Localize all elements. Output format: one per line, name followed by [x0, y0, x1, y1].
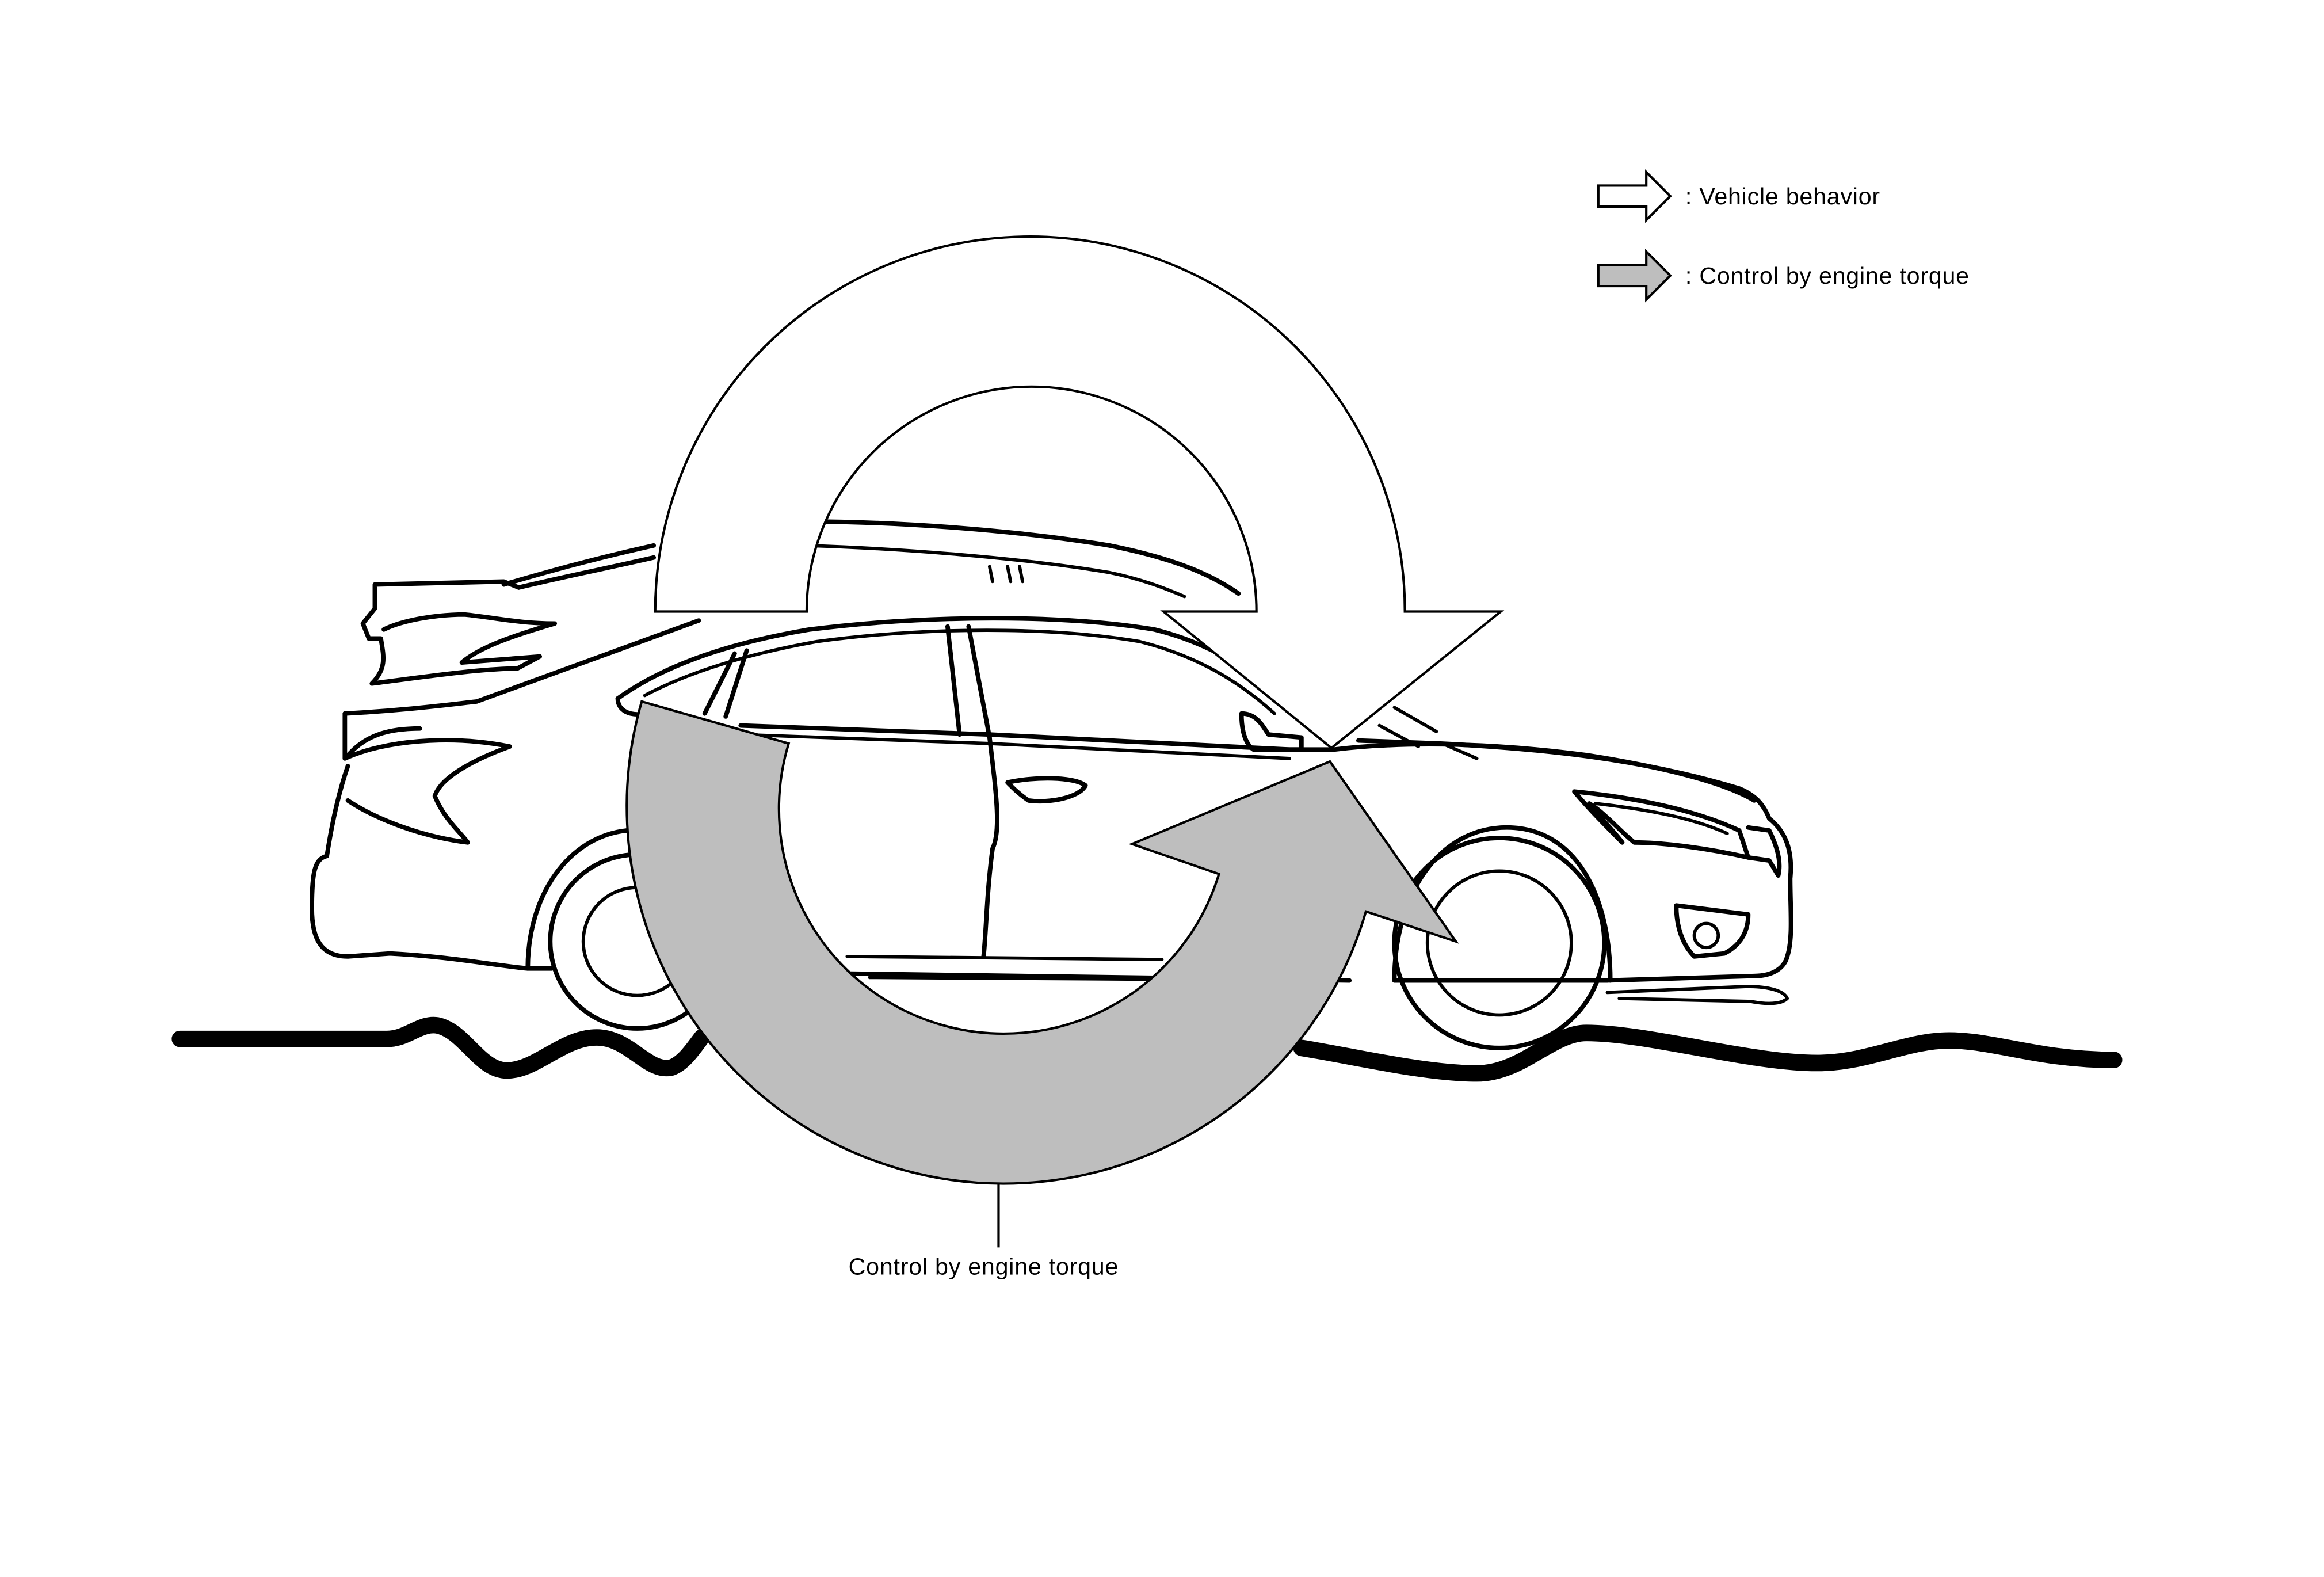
car-door-handle: [1005, 776, 1088, 804]
legend-label-vehicle-behavior: : Vehicle behavior: [1685, 183, 1880, 209]
car-rear-wheel-arch: [525, 828, 629, 971]
road-line-left: [171, 1016, 710, 1079]
gray-arrow-icon: [1597, 249, 1672, 303]
car-grille: [1746, 825, 1782, 878]
car-hood-crease: [1377, 706, 1479, 760]
callout-label-engine-torque: Control by engine torque: [849, 1253, 1119, 1279]
car-headlight-inner: [1593, 802, 1729, 836]
car-rear-deck: [342, 711, 512, 845]
legend-label-engine-torque: : Control by engine torque: [1685, 262, 1970, 289]
legend-item-engine-torque: : Control by engine torque: [1597, 249, 1970, 303]
car-upper-trunk: [360, 579, 558, 686]
car-door-seam: [981, 735, 999, 959]
car-taillight: [342, 618, 701, 758]
callout: Control by engine torque: [849, 1183, 1119, 1279]
car-roof-antenna-marks: [987, 565, 1025, 584]
road-surface: [171, 1016, 2123, 1082]
car-b-pillar: [945, 624, 992, 740]
legend-item-vehicle-behavior: : Vehicle behavior: [1597, 169, 1880, 223]
car-roof-line-inner: [805, 543, 1186, 599]
car-roof-rear: [501, 543, 657, 590]
car-outline: [310, 519, 1793, 1050]
road-line-right: [1293, 1024, 2123, 1082]
car-side-mirror: [1239, 711, 1304, 752]
car-headlight: [1572, 789, 1751, 860]
car-front-rim: [1425, 869, 1573, 1017]
legend: : Vehicle behavior : Control by engine t…: [1597, 169, 1970, 303]
car-c-pillar: [702, 648, 749, 719]
white-arrow-icon: [1597, 169, 1672, 223]
car-fog-lamp: [1674, 903, 1751, 959]
vehicle-behavior-arrow: [654, 235, 1505, 750]
car-fog-lamp-lens: [1692, 921, 1720, 950]
car-front-lower-lip: [1605, 985, 1789, 1005]
car-roof-line: [804, 519, 1241, 596]
car-rear-bumper: [310, 764, 531, 971]
car-front-tire: [1392, 836, 1607, 1050]
car-hood: [1332, 742, 1757, 803]
engine-torque-control-arrow: [625, 700, 1459, 1185]
